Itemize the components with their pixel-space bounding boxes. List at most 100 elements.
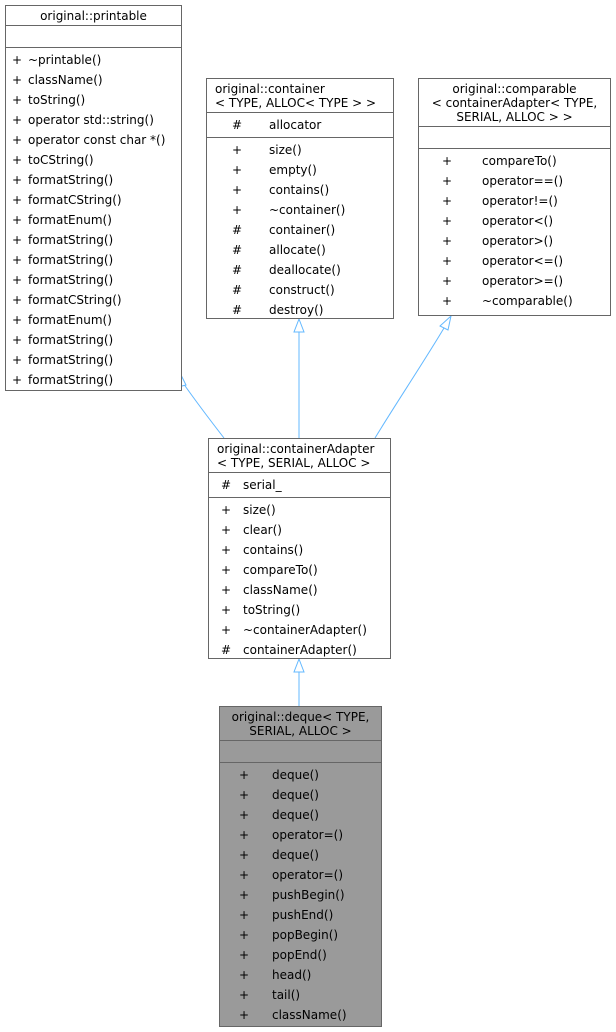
method-row[interactable]: + operator<()	[419, 211, 610, 231]
method-name: head()	[272, 968, 312, 982]
method-row[interactable]: +toCString()	[6, 150, 181, 170]
method-row[interactable]: +formatEnum()	[6, 310, 181, 330]
visibility-marker: +	[441, 174, 453, 188]
visibility-marker: +	[220, 503, 232, 517]
attribute-row[interactable]: #allocator	[207, 115, 393, 135]
visibility-marker: +	[11, 173, 23, 187]
method-row[interactable]: #containerAdapter()	[209, 640, 390, 660]
method-row[interactable]: +pushEnd()	[220, 905, 381, 925]
visibility-marker: +	[11, 353, 23, 367]
method-row[interactable]: +toString()	[209, 600, 390, 620]
method-row[interactable]: +~containerAdapter()	[209, 620, 390, 640]
method-row[interactable]: +compareTo()	[209, 560, 390, 580]
method-row[interactable]: +operator=()	[220, 865, 381, 885]
attribute-name: allocator	[269, 118, 322, 132]
class-comparable[interactable]: original::comparable< containerAdapter< …	[418, 78, 611, 316]
method-name: tail()	[272, 988, 301, 1002]
method-name: pushEnd()	[272, 908, 334, 922]
method-row[interactable]: +empty()	[207, 160, 393, 180]
empty-attributes-compartment	[419, 129, 610, 146]
method-row[interactable]: +className()	[6, 70, 181, 90]
method-row[interactable]: +className()	[209, 580, 390, 600]
method-row[interactable]: +toString()	[6, 90, 181, 110]
class-deque[interactable]: original::deque< TYPE,SERIAL, ALLOC > +d…	[219, 706, 382, 1027]
visibility-marker: +	[441, 154, 453, 168]
method-row[interactable]: +operator=()	[220, 825, 381, 845]
visibility-marker: #	[231, 263, 243, 277]
visibility-marker: +	[11, 93, 23, 107]
method-row[interactable]: +pushBegin()	[220, 885, 381, 905]
method-name: formatString()	[28, 373, 114, 387]
method-row[interactable]: +size()	[207, 140, 393, 160]
method-row[interactable]: +operator>()	[419, 231, 610, 251]
method-row[interactable]: +formatCString()	[6, 290, 181, 310]
method-row[interactable]: +popEnd()	[220, 945, 381, 965]
method-row[interactable]: +className()	[220, 1005, 381, 1025]
method-row[interactable]: +size()	[209, 500, 390, 520]
method-name: popEnd()	[272, 948, 327, 962]
method-row[interactable]: +popBegin()	[220, 925, 381, 945]
visibility-marker: +	[11, 313, 23, 327]
visibility-marker: +	[238, 768, 250, 782]
method-row[interactable]: +deque()	[220, 765, 381, 785]
method-row[interactable]: +formatString()	[6, 330, 181, 350]
method-name: ~containerAdapter()	[243, 623, 367, 637]
visibility-marker: +	[238, 888, 250, 902]
class-printable[interactable]: original::printable +~printable()+classN…	[5, 5, 182, 391]
method-name: deque()	[272, 788, 319, 802]
visibility-marker: +	[11, 373, 23, 387]
method-row[interactable]: +formatEnum()	[6, 210, 181, 230]
method-row[interactable]: +tail()	[220, 985, 381, 1005]
method-row[interactable]: +head()	[220, 965, 381, 985]
method-row[interactable]: +contains()	[207, 180, 393, 200]
method-row[interactable]: +deque()	[220, 805, 381, 825]
method-row[interactable]: #construct()	[207, 280, 393, 300]
method-row[interactable]: +compareTo()	[419, 151, 610, 171]
method-row[interactable]: +operator<=()	[419, 251, 610, 271]
method-row[interactable]: +formatString()	[6, 230, 181, 250]
class-container[interactable]: original::container< TYPE, ALLOC< TYPE >…	[206, 78, 394, 319]
visibility-marker: +	[441, 214, 453, 228]
method-row[interactable]: #allocate()	[207, 240, 393, 260]
visibility-marker: +	[231, 203, 243, 217]
method-name: destroy()	[269, 303, 324, 317]
arrowhead-comparable	[439, 314, 452, 331]
method-row[interactable]: +deque()	[220, 845, 381, 865]
method-row[interactable]: +deque()	[220, 785, 381, 805]
method-row[interactable]: +operator!=()	[419, 191, 610, 211]
method-row[interactable]: # deallocate()	[207, 260, 393, 280]
class-title-line: original::comparable	[452, 82, 577, 96]
method-row[interactable]: +~comparable()	[419, 291, 610, 311]
method-row[interactable]: + operator==()	[419, 171, 610, 191]
method-name: operator const char *()	[28, 133, 166, 147]
method-row[interactable]: +operator const char *()	[6, 130, 181, 150]
class-containerAdapter[interactable]: original::containerAdapter< TYPE, SERIAL…	[208, 438, 391, 659]
attributes-section: #serial_	[209, 473, 390, 498]
method-row[interactable]: +operator>=()	[419, 271, 610, 291]
method-row[interactable]: + formatString()	[6, 370, 181, 390]
method-row[interactable]: #destroy()	[207, 300, 393, 320]
method-row[interactable]: +formatString()	[6, 250, 181, 270]
method-row[interactable]: +~printable()	[6, 50, 181, 70]
arrowhead-adapter	[293, 657, 305, 673]
methods-section: +size()+empty()+contains()+~container()#…	[207, 138, 393, 322]
method-row[interactable]: +operator std::string()	[6, 110, 181, 130]
method-name: deque()	[272, 848, 319, 862]
method-name: deallocate()	[269, 263, 341, 277]
method-row[interactable]: +contains()	[209, 540, 390, 560]
class-title: original::containerAdapter< TYPE, SERIAL…	[209, 439, 390, 473]
method-name: contains()	[243, 543, 304, 557]
method-row[interactable]: +formatString()	[6, 170, 181, 190]
method-name: operator==()	[482, 174, 564, 188]
method-row[interactable]: #container()	[207, 220, 393, 240]
method-name: operator<()	[482, 214, 554, 228]
method-name: formatCString()	[28, 193, 122, 207]
method-row[interactable]: +formatString()	[6, 270, 181, 290]
method-row[interactable]: +clear()	[209, 520, 390, 540]
method-row[interactable]: +formatCString()	[6, 190, 181, 210]
attribute-row[interactable]: #serial_	[209, 475, 390, 495]
method-row[interactable]: +formatString()	[6, 350, 181, 370]
method-name: operator=()	[272, 868, 344, 882]
method-row[interactable]: +~container()	[207, 200, 393, 220]
visibility-marker: +	[231, 143, 243, 157]
